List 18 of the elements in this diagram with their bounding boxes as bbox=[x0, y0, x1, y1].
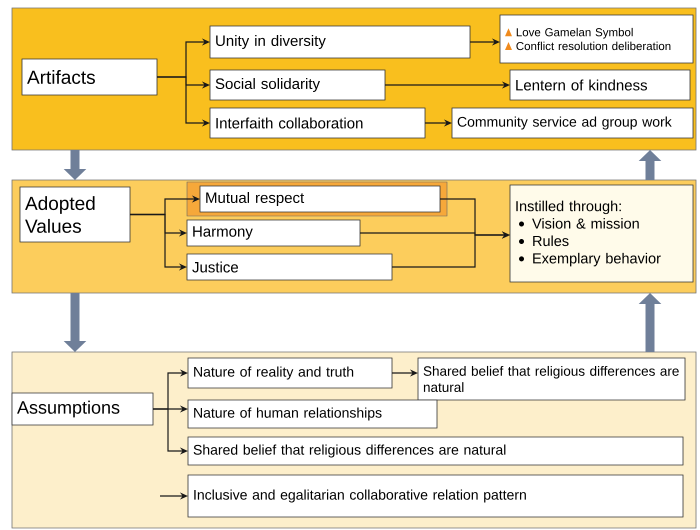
item-box: Harmony bbox=[186, 220, 360, 246]
level-box: Assumptions bbox=[12, 392, 154, 426]
item-box: Shared belief that religious differences are natural bbox=[188, 436, 684, 466]
item-box: Shared belief that religious differences are natural bbox=[418, 358, 686, 400]
item-box: Interfaith collaboration bbox=[210, 108, 426, 138]
item-box: Inclusive and egalitarian collaborative relation pattern bbox=[188, 474, 684, 518]
item-box: Social solidarity bbox=[210, 70, 386, 100]
item-box: Nature of reality and truth bbox=[188, 358, 392, 388]
level-box: Adopted Values bbox=[20, 186, 130, 242]
item-box: Justice bbox=[186, 254, 392, 280]
item-box: Mutual respect bbox=[200, 186, 440, 212]
level-box: Artifacts bbox=[22, 58, 158, 96]
item-box: Nature of human relationships bbox=[188, 400, 438, 428]
item-box: Community service ad group work bbox=[452, 108, 694, 138]
item-box: Love Gamelan Symbol Conflict resolution deliberation bbox=[500, 14, 694, 64]
item-box: Lentern of kindness bbox=[510, 70, 690, 100]
list-box: Instilled through: Vision & mission Rules Exemplary behavior bbox=[510, 184, 694, 282]
item-box: Unity in diversity bbox=[210, 26, 470, 58]
